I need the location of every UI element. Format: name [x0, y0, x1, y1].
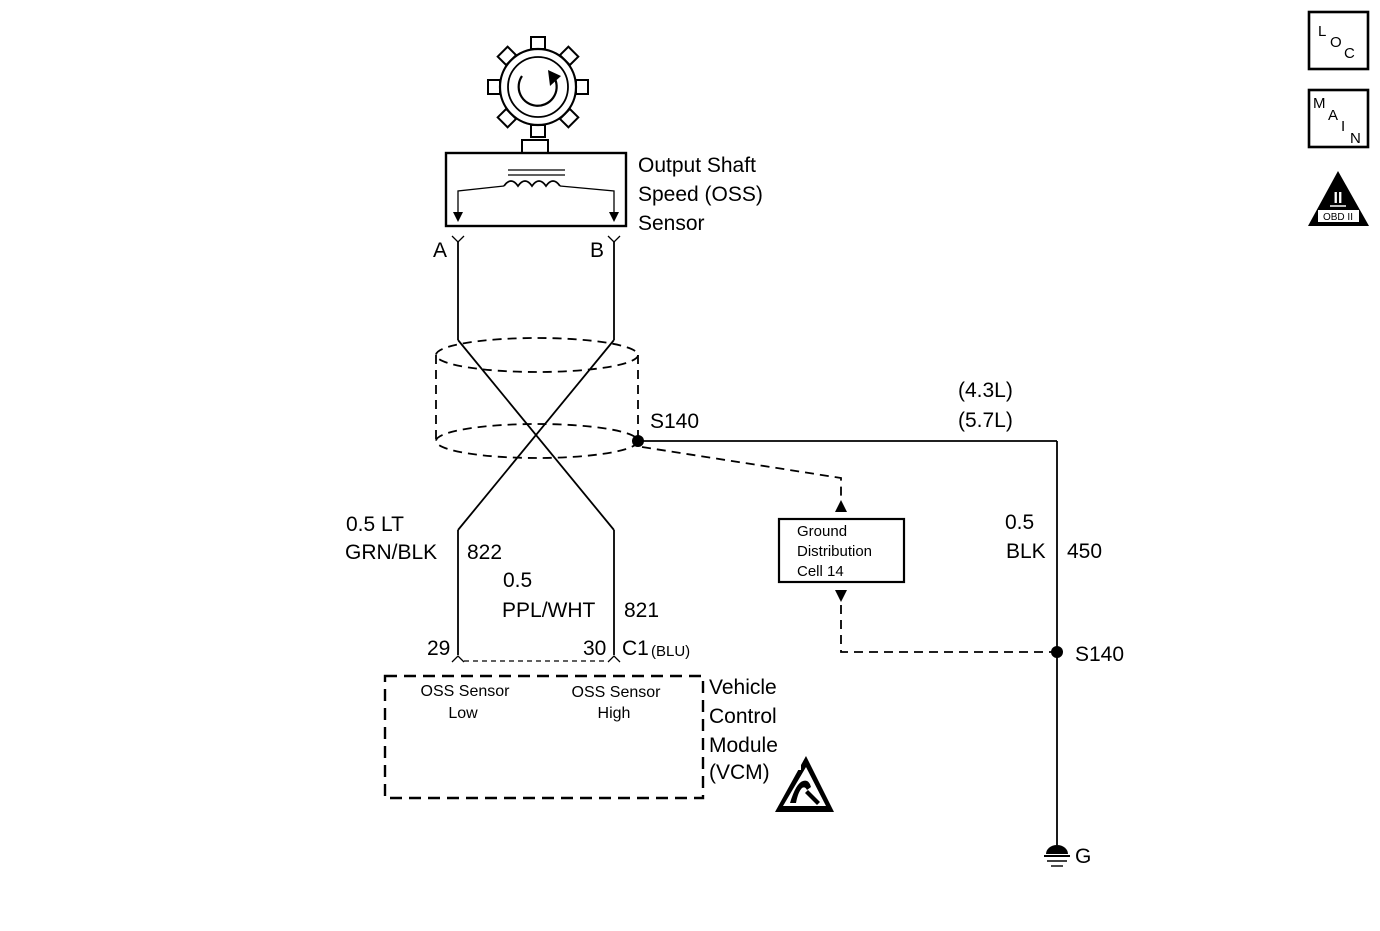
- vcm-low-line2: Low: [448, 705, 478, 722]
- esd-warning-icon: [775, 756, 834, 812]
- ground-label: G: [1075, 845, 1091, 868]
- reluctor-wheel-icon: [487, 36, 589, 154]
- splice-bottom-label: S140: [1075, 643, 1124, 666]
- vcm-high-line2: High: [598, 705, 631, 722]
- vcm-title-line1: Vehicle: [709, 676, 777, 699]
- right-wire-circuit: 821: [624, 599, 659, 622]
- loc-letter-o: O: [1330, 34, 1342, 51]
- ground-dist-link-top: [641, 446, 842, 497]
- gear-tooth: [530, 124, 546, 138]
- gear-tooth: [530, 36, 546, 50]
- wire-shield: [435, 337, 639, 459]
- left-wire-size: 0.5 LT: [346, 513, 404, 536]
- ground-distribution-cell: Ground Distribution Cell 14: [777, 517, 906, 584]
- ground-g-icon: G: [1044, 845, 1091, 868]
- arrow-up-icon: [835, 500, 847, 512]
- main-button[interactable]: M A I N: [1307, 88, 1370, 149]
- main-letter-i: I: [1341, 118, 1345, 135]
- engine-option-57: (5.7L): [958, 409, 1013, 432]
- gear-tooth: [558, 107, 580, 129]
- gear-tooth: [496, 107, 518, 129]
- right-wire-size: 0.5: [503, 569, 532, 592]
- pin-30-label: 30: [583, 637, 606, 660]
- left-wire-circuit: 822: [467, 541, 502, 564]
- vcm-low-line1: OSS Sensor: [421, 683, 511, 700]
- vcm-high-line1: OSS Sensor: [572, 684, 662, 701]
- main-letter-m: M: [1313, 95, 1326, 112]
- main-letter-a: A: [1328, 107, 1338, 124]
- twisted-pair-wires: [457, 242, 615, 655]
- connector-name: C1: [622, 637, 649, 660]
- loc-letter-l: L: [1318, 23, 1326, 40]
- vcm-connector-c1: 29 30 C1 (BLU): [427, 637, 690, 663]
- gear-tooth: [575, 79, 589, 95]
- ground-wire-color: BLK: [1006, 540, 1046, 563]
- splice-s140-bottom: S140: [1051, 643, 1124, 666]
- sensor-title-line3: Sensor: [638, 212, 705, 235]
- pin-a-label: A: [433, 239, 447, 262]
- pin-29-label: 29: [427, 637, 450, 660]
- ground-wire-size: 0.5: [1005, 511, 1034, 534]
- ground-cell-line3: Cell 14: [797, 563, 844, 580]
- obd-mark: II: [1334, 190, 1343, 207]
- ground-wire-circuit: 450: [1067, 540, 1102, 563]
- vehicle-control-module: OSS Sensor Low OSS Sensor High Vehicle C…: [383, 674, 778, 800]
- splice-top-label: S140: [650, 410, 699, 433]
- loc-button[interactable]: L O C: [1307, 10, 1370, 71]
- engine-option-43: (4.3L): [958, 379, 1013, 402]
- sensor-connector: A B: [433, 235, 621, 262]
- vcm-title-line3: Module: [709, 734, 778, 757]
- left-wire-color: GRN/BLK: [345, 541, 437, 564]
- ground-cell-line2: Distribution: [797, 543, 872, 560]
- ground-cell-line1: Ground: [797, 523, 847, 540]
- loc-letter-c: C: [1344, 45, 1355, 62]
- gear-tooth: [487, 79, 501, 95]
- pin-b-label: B: [590, 239, 604, 262]
- oss-sensor: Output Shaft Speed (OSS) Sensor: [444, 151, 763, 235]
- gear-tooth: [496, 45, 518, 67]
- right-wire-color: PPL/WHT: [502, 599, 596, 622]
- sensor-title-line1: Output Shaft: [638, 154, 756, 177]
- connector-color: (BLU): [651, 643, 690, 660]
- vcm-title-line2: Control: [709, 705, 777, 728]
- arrow-down-icon: [835, 590, 847, 602]
- vcm-title-line4: (VCM): [709, 761, 770, 784]
- sensor-title-line2: Speed (OSS): [638, 183, 763, 206]
- obd-label: OBD II: [1323, 212, 1353, 223]
- obd-ii-button[interactable]: II OBD II: [1308, 171, 1369, 226]
- gear-tooth: [558, 45, 580, 67]
- ground-dist-link-bottom: [840, 605, 1057, 653]
- main-letter-n: N: [1350, 130, 1361, 147]
